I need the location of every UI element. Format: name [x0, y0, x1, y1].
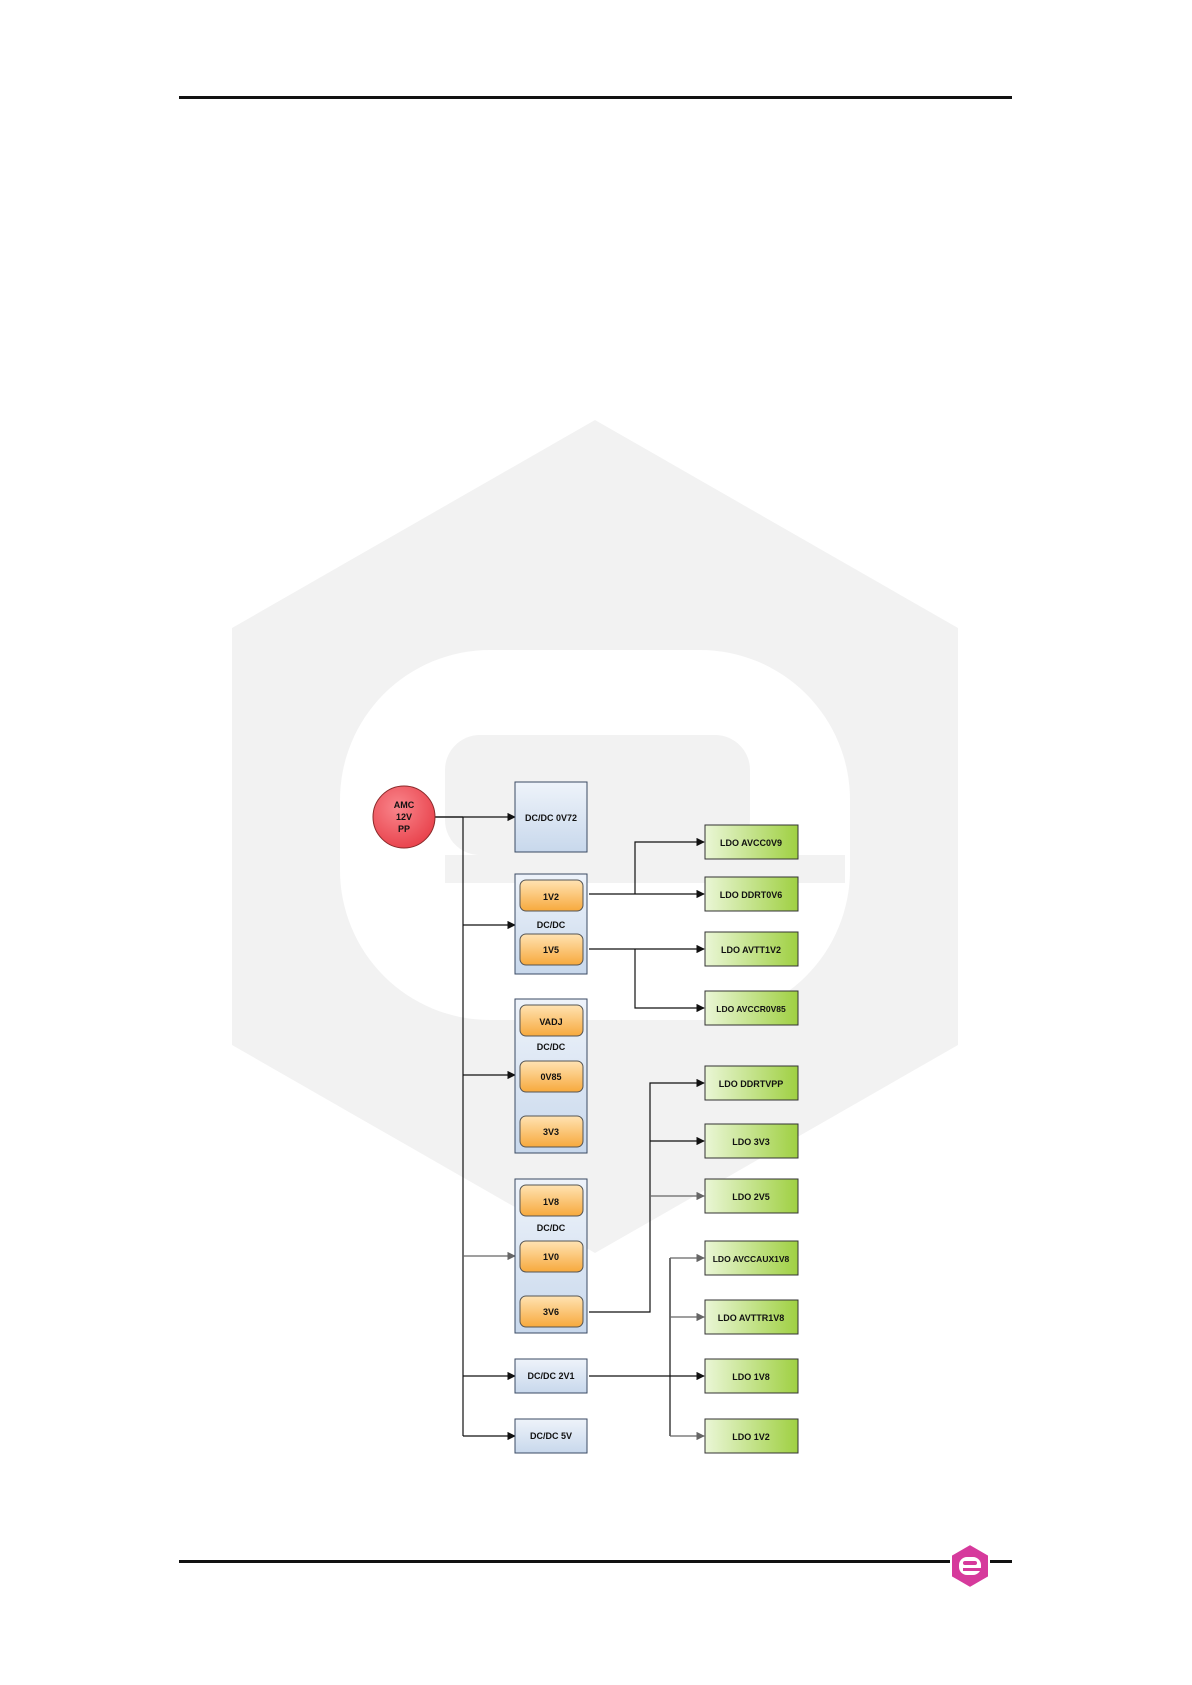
ldo-box-avcc0v9: LDO AVCC0V9: [705, 825, 798, 859]
dcdc-label: DC/DC 2V1: [527, 1371, 574, 1381]
source-amc-12v: AMC 12V PP: [373, 786, 435, 848]
ldo-box-avttr1v8: LDO AVTTR1V8: [705, 1300, 798, 1334]
dcdc-block-1v8-1v0-3v6: 1V8 DC/DC 1V0 3V6: [515, 1179, 587, 1333]
dcdc-label: DC/DC: [537, 1042, 566, 1052]
dcdc-block-2v1: DC/DC 2V1: [515, 1359, 587, 1393]
ldo-box-avccr0v85: LDO AVCCR0V85: [705, 991, 798, 1025]
ldo-box-ddrtvpp: LDO DDRTVPP: [705, 1066, 798, 1100]
dcdc-label: DC/DC 0V72: [525, 813, 577, 823]
ldo-box-1v2: LDO 1V2: [705, 1419, 798, 1453]
ldo-label: LDO 3V3: [732, 1137, 770, 1147]
ldo-label: LDO 1V2: [732, 1432, 770, 1442]
dcdc-label: DC/DC 5V: [530, 1431, 572, 1441]
source-label-line: 12V: [396, 812, 412, 822]
ldo-box-2v5: LDO 2V5: [705, 1179, 798, 1213]
source-label-line: PP: [398, 824, 410, 834]
ldo-label: LDO AVCCR0V85: [716, 1004, 786, 1014]
rail-label: 3V3: [543, 1127, 559, 1137]
ldo-label: LDO AVTT1V2: [721, 945, 781, 955]
ldo-box-3v3: LDO 3V3: [705, 1124, 798, 1158]
ldo-box-ddrt0v6: LDO DDRT0V6: [705, 877, 798, 911]
hexagon-e-logo-icon: [948, 1542, 992, 1590]
ldo-box-1v8: LDO 1V8: [705, 1359, 798, 1393]
rail-label: 0V85: [540, 1072, 561, 1082]
footer-rule: [179, 1560, 1012, 1563]
dcdc-block-5v: DC/DC 5V: [515, 1419, 587, 1453]
rail-label: 1V8: [543, 1197, 559, 1207]
ldo-label: LDO DDRTVPP: [719, 1079, 784, 1089]
source-label-line: AMC: [394, 800, 415, 810]
dcdc-block-vadj-0v85-3v3: VADJ DC/DC 0V85 3V3: [515, 999, 587, 1153]
ldo-box-avtt1v2: LDO AVTT1V2: [705, 932, 798, 966]
ldo-label: LDO AVTTR1V8: [718, 1313, 785, 1323]
ldo-label: LDO 1V8: [732, 1372, 770, 1382]
hexagon-e-watermark-icon: [232, 420, 958, 1253]
dcdc-block-0v72: DC/DC 0V72: [515, 782, 587, 852]
ldo-label: LDO DDRT0V6: [720, 890, 783, 900]
ldo-label: LDO AVCCAUX1V8: [713, 1254, 790, 1264]
rail-label: VADJ: [539, 1017, 562, 1027]
rail-label: 3V6: [543, 1307, 559, 1317]
rail-label: 1V5: [543, 945, 559, 955]
dcdc-block-1v2-1v5: 1V2 DC/DC 1V5: [515, 874, 587, 974]
dcdc-label: DC/DC: [537, 1223, 566, 1233]
rail-label: 1V0: [543, 1252, 559, 1262]
ldo-box-avccaux1v8: LDO AVCCAUX1V8: [705, 1241, 798, 1275]
ldo-label: LDO 2V5: [732, 1192, 770, 1202]
ldo-label: LDO AVCC0V9: [720, 838, 782, 848]
dcdc-label: DC/DC: [537, 920, 566, 930]
rail-label: 1V2: [543, 892, 559, 902]
